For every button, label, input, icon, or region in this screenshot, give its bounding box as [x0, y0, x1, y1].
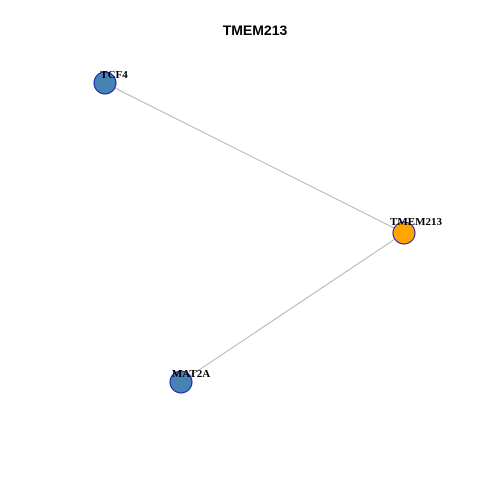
node-label-tmem213: TMEM213: [390, 216, 442, 228]
nodes-layer: [93, 71, 416, 394]
node-label-tcf4: TCF4: [100, 69, 128, 81]
edge-mat2a-tmem213: [180, 232, 405, 383]
node-tcf4: [93, 71, 117, 95]
node-mat2a: [169, 370, 193, 394]
node-tmem213: [392, 221, 416, 245]
edges-layer: [104, 82, 405, 383]
graph-title: TMEM213: [223, 22, 288, 38]
edge-tcf4-tmem213: [104, 82, 405, 234]
node-label-mat2a: MAT2A: [172, 368, 210, 380]
